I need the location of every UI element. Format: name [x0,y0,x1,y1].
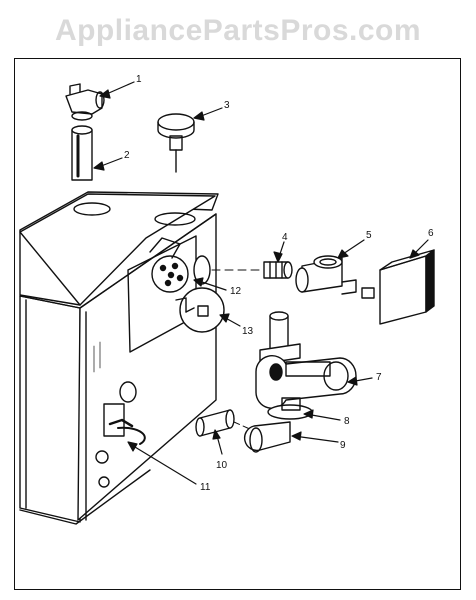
leader-arrows [93,81,429,485]
label-part-4: 4 [282,232,288,243]
part-labels: 1 2 3 4 5 6 7 8 9 10 11 12 13 [124,74,434,493]
tee-fitting-icon [295,255,375,299]
relief-valve-icon [175,287,225,333]
watermark-text: AppliancePartsPros.com [54,14,422,47]
nipple-pipe-icon [71,125,93,181]
boiler-cabinet [19,191,219,525]
elbow-fitting-icon [243,421,291,453]
label-part-8: 8 [344,416,350,427]
bushing-icon [263,261,293,279]
diagram-frame [14,58,461,590]
gauge-icon [157,113,195,173]
label-part-1: 1 [136,74,142,85]
label-part-13: 13 [242,326,254,337]
label-part-11: 11 [200,482,211,493]
label-part-10: 10 [216,460,228,471]
label-part-7: 7 [376,372,382,383]
label-part-5: 5 [366,230,372,241]
pipe-nipple-icon [195,409,235,437]
label-part-6: 6 [428,228,434,239]
label-part-3: 3 [224,100,230,111]
control-box-icon [379,249,435,325]
drain-valve-icon [103,403,146,445]
label-part-9: 9 [340,440,346,451]
valve-elbow-icon [65,83,105,121]
label-part-12: 12 [230,286,242,297]
label-part-2: 2 [124,150,130,161]
circulator-pump-icon [255,311,357,409]
